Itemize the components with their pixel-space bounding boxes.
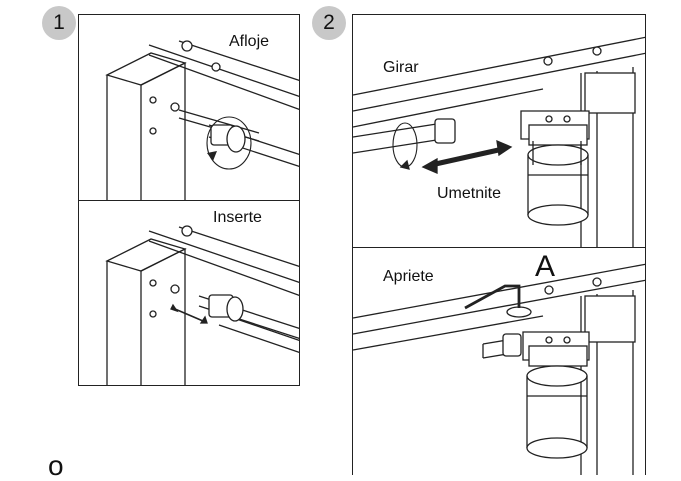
rotate-label: Girar: [383, 59, 419, 76]
step-2-badge: 2: [312, 6, 346, 40]
tighten-label: Apriete: [383, 268, 434, 285]
umetnite-label: Umetnite: [437, 185, 502, 202]
insert-label: Inserte: [213, 209, 262, 226]
step-2-rotate-panel: Girar Umetnite: [352, 14, 646, 248]
step-2-number: 2: [323, 11, 335, 34]
loosen-illustration: [105, 40, 299, 200]
step-2-tighten-panel: Apriete A: [352, 247, 646, 475]
step-1-loosen-panel: Afloje: [78, 14, 300, 201]
footer-glyph: o: [48, 450, 64, 481]
step-1-insert-panel: Inserte: [78, 200, 300, 386]
allen-key-letter: A: [535, 250, 556, 283]
step-1-badge: 1: [42, 6, 76, 40]
rotate-illustration: [353, 36, 645, 247]
tighten-illustration: [353, 263, 645, 475]
insert-illustration: [105, 225, 299, 385]
step-1-number: 1: [53, 11, 65, 34]
loosen-label: Afloje: [229, 33, 270, 50]
